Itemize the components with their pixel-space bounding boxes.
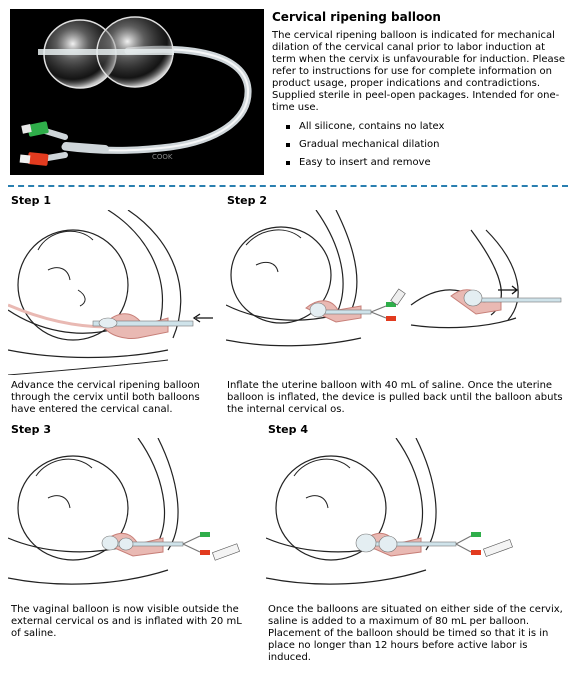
product-photo: COOK	[10, 9, 264, 175]
step-1-caption: Advance the cervical ripening balloon th…	[11, 380, 200, 415]
feature-item: Gradual mechanical dilation	[286, 139, 444, 157]
step-4-title: Step 4	[268, 423, 308, 436]
feature-item: All silicone, contains no latex	[286, 121, 444, 139]
step-3-illustration	[8, 438, 240, 585]
step-4-caption: Once the balloons are situated on either…	[268, 604, 563, 663]
product-description: The cervical ripening balloon is indicat…	[272, 30, 566, 113]
section-divider	[8, 185, 568, 187]
step-3-caption: The vaginal balloon is now visible outsi…	[11, 604, 242, 639]
step-1-title: Step 1	[11, 194, 51, 207]
photo-label: COOK	[152, 153, 173, 161]
feature-list: All silicone, contains no latex Gradual …	[286, 121, 444, 175]
step-3-title: Step 3	[11, 423, 51, 436]
step-2-illustration	[226, 210, 562, 347]
step-2-title: Step 2	[227, 194, 267, 207]
product-title: Cervical ripening balloon	[272, 10, 441, 24]
step-4-illustration	[266, 438, 513, 585]
step-1-illustration	[8, 210, 213, 375]
step-2-caption: Inflate the uterine balloon with 40 mL o…	[227, 380, 563, 415]
feature-item: Easy to insert and remove	[286, 157, 444, 175]
